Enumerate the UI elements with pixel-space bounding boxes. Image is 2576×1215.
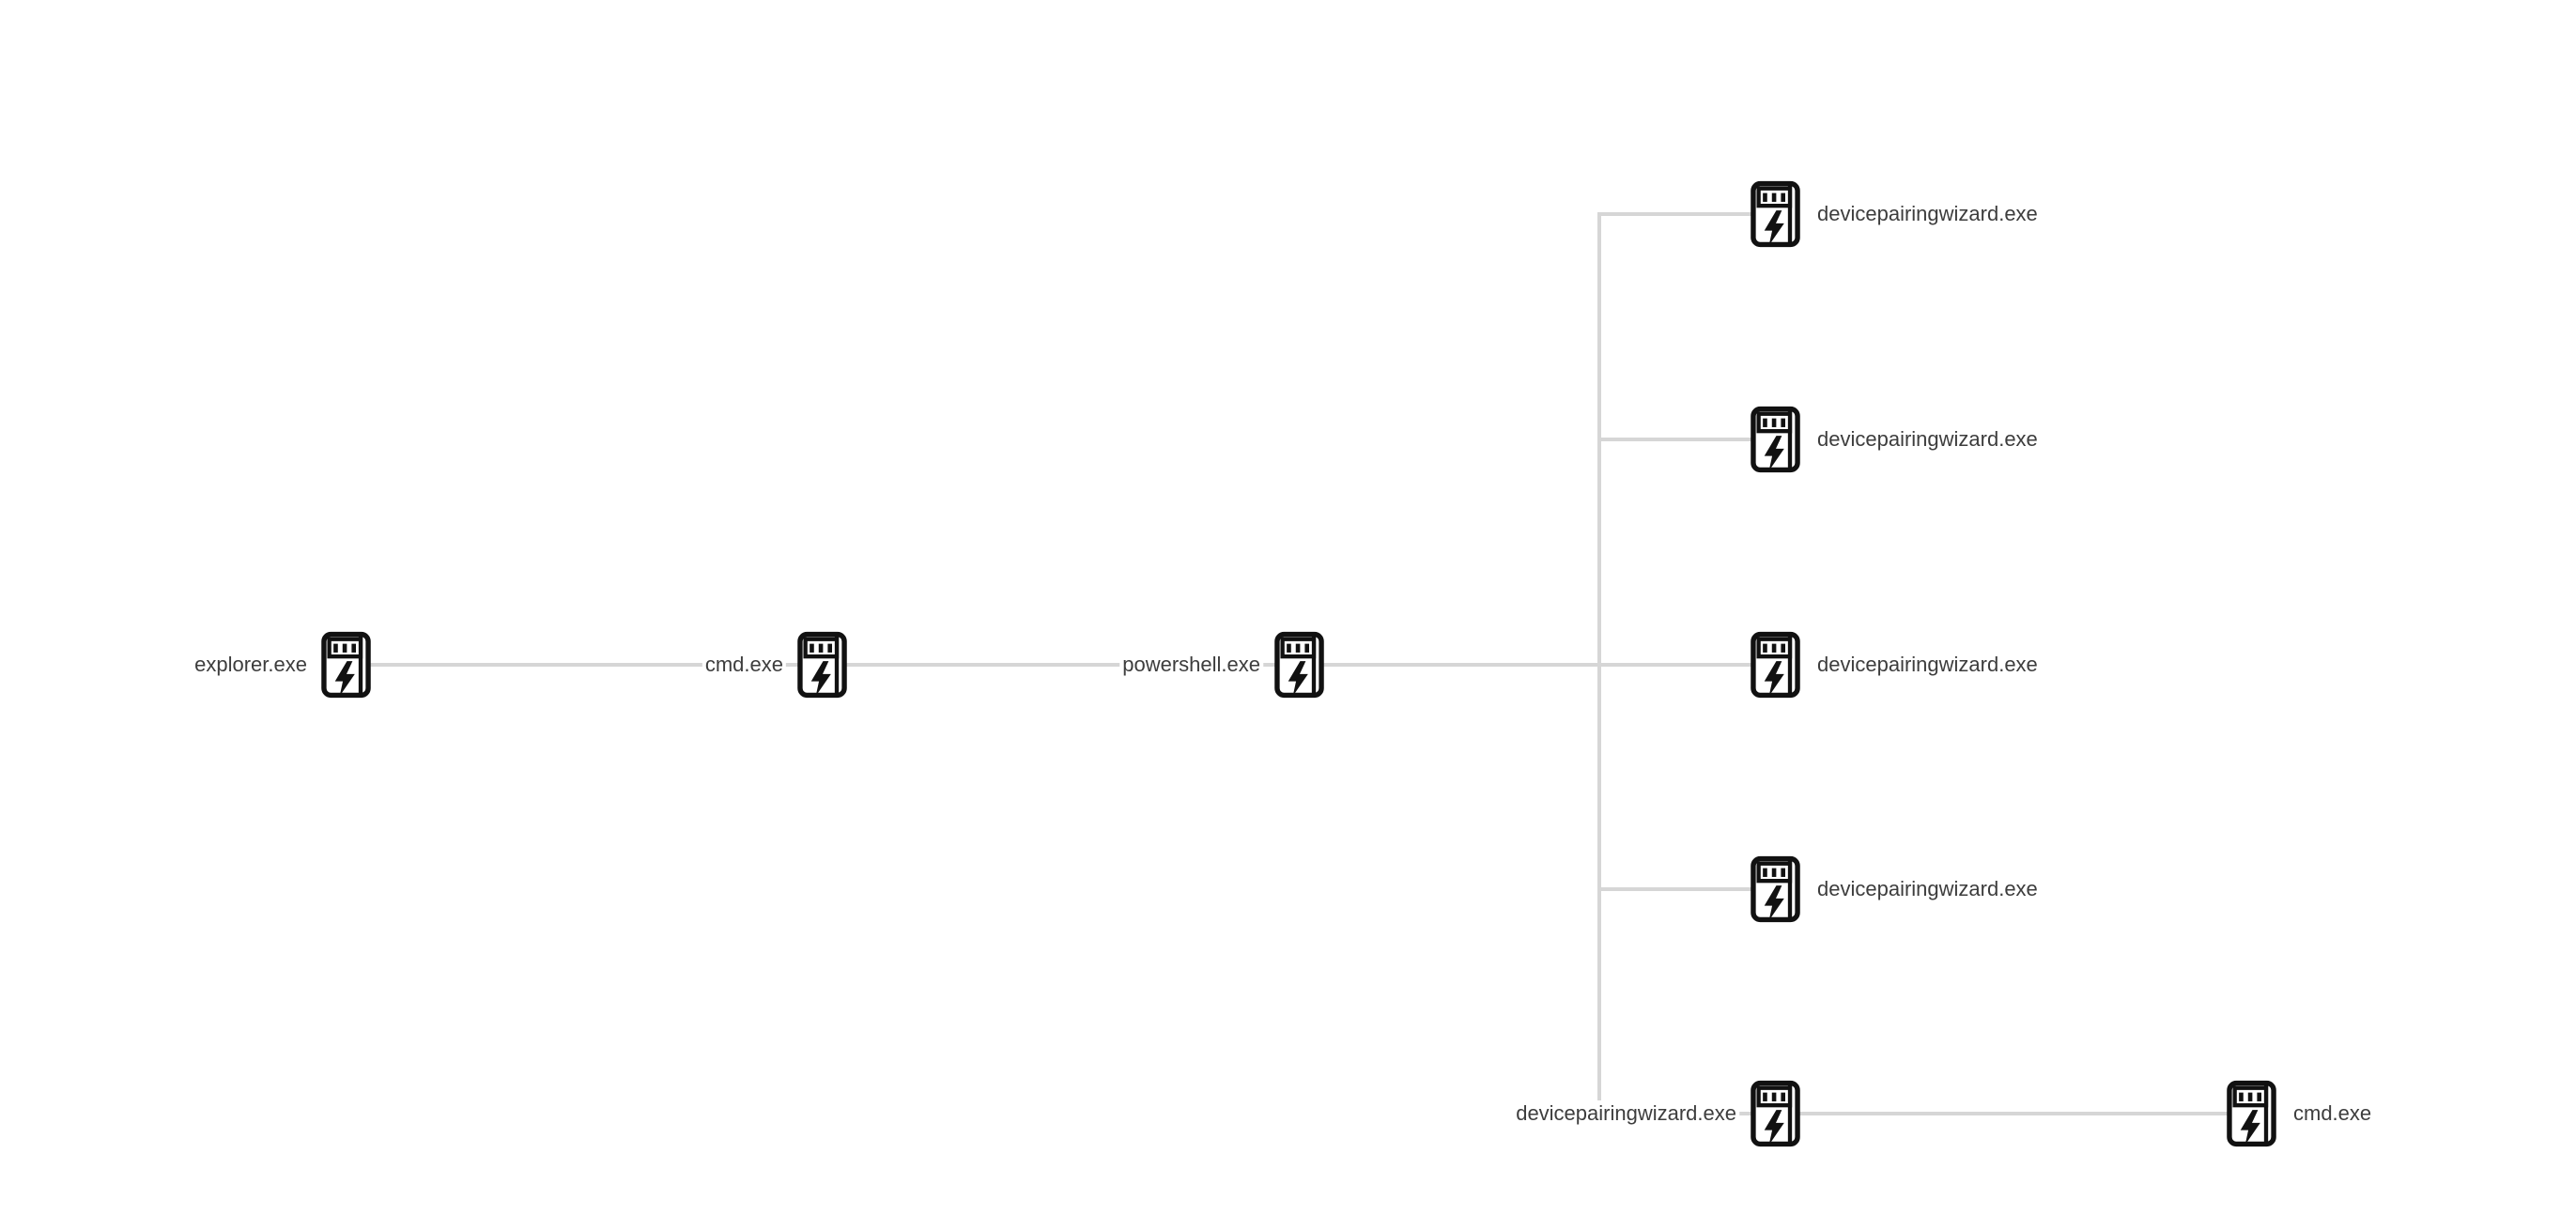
process-node-cmd-1[interactable] (797, 631, 847, 699)
edge-trunk-to-dpw2 (1599, 438, 1776, 441)
process-executable-icon (1751, 180, 1800, 248)
process-label-devicepairingwizard-3[interactable]: devicepairingwizard.exe (1814, 652, 2041, 678)
process-node-cmd-2[interactable] (2227, 1080, 2276, 1147)
process-node-devicepairingwizard-3[interactable] (1751, 631, 1800, 699)
process-node-explorer[interactable] (321, 631, 371, 699)
process-executable-icon (321, 631, 371, 699)
process-node-devicepairingwizard-5[interactable] (1751, 1080, 1800, 1147)
process-label-devicepairingwizard-5[interactable]: devicepairingwizard.exe (1513, 1100, 1739, 1127)
process-label-powershell[interactable]: powershell.exe (1119, 652, 1263, 678)
process-node-devicepairingwizard-1[interactable] (1751, 180, 1800, 248)
edge-explorer-to-dpw3 (346, 663, 1776, 667)
process-node-powershell[interactable] (1274, 631, 1324, 699)
process-executable-icon (1751, 631, 1800, 699)
process-node-devicepairingwizard-2[interactable] (1751, 406, 1800, 473)
process-executable-icon (1751, 855, 1800, 923)
process-executable-icon (1274, 631, 1324, 699)
process-executable-icon (1751, 1080, 1800, 1147)
edge-dpw5-to-cmd2 (1599, 1112, 2252, 1115)
process-label-devicepairingwizard-1[interactable]: devicepairingwizard.exe (1814, 201, 2041, 227)
process-label-explorer[interactable]: explorer.exe (192, 652, 310, 678)
edge-trunk-to-dpw1 (1599, 212, 1776, 216)
process-label-cmd-1[interactable]: cmd.exe (702, 652, 786, 678)
process-label-devicepairingwizard-2[interactable]: devicepairingwizard.exe (1814, 426, 2041, 453)
edge-trunk-to-dpw4 (1599, 887, 1776, 891)
process-label-devicepairingwizard-4[interactable]: devicepairingwizard.exe (1814, 876, 2041, 902)
process-label-cmd-2[interactable]: cmd.exe (2291, 1100, 2375, 1127)
edge-powershell-trunk (1597, 212, 1601, 1115)
process-node-devicepairingwizard-4[interactable] (1751, 855, 1800, 923)
process-executable-icon (1751, 406, 1800, 473)
process-executable-icon (797, 631, 847, 699)
process-executable-icon (2227, 1080, 2276, 1147)
